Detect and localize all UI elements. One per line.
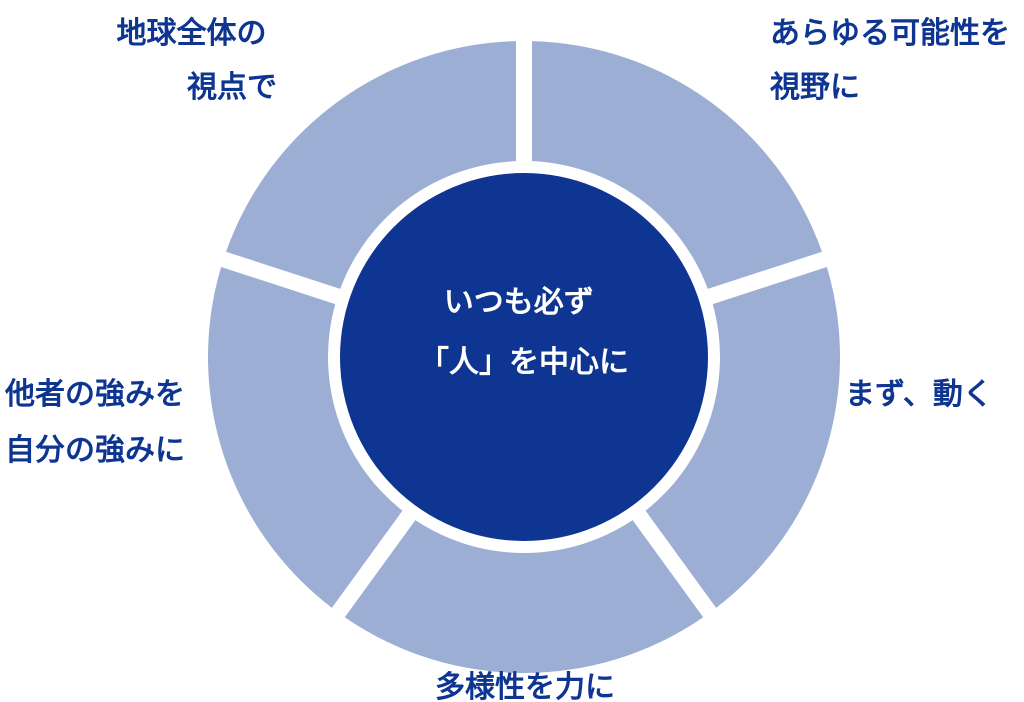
label-top-right-line-1: あらゆる可能性を — [770, 16, 1010, 51]
label-top-right: あらゆる可能性を 視野に — [770, 16, 1020, 105]
ring-segment-bottom — [344, 520, 704, 674]
label-top-left-line-2: 視点で — [187, 70, 277, 105]
label-left-line-2: 自分の強みに — [5, 433, 185, 468]
center-label-line-2: 「人」を中心に — [419, 345, 629, 380]
label-left-line-1: 他者の強みを — [4, 377, 185, 412]
label-bottom-line-1: 多様性を力に — [435, 670, 615, 702]
label-top-left-line-1: 地球全体の — [117, 16, 267, 51]
ring-segment-right — [645, 266, 841, 608]
center-circle — [340, 173, 708, 541]
ring-segments — [207, 41, 841, 674]
ring-segment-left — [207, 266, 403, 608]
label-right: まず、動く — [845, 377, 993, 412]
ring-segment-top-left — [226, 41, 516, 289]
center-label: いつも必ず 「人」を中心に — [419, 285, 629, 380]
ring-segment-top-right — [532, 41, 822, 289]
label-left: 他者の強みを 自分の強みに — [4, 377, 195, 468]
label-top-right-line-2: 視野に — [770, 70, 860, 105]
center-label-line-1: いつも必ず — [444, 285, 594, 320]
label-right-line-1: まず、動く — [845, 377, 993, 412]
label-top-left: 地球全体の 視点で — [117, 16, 277, 105]
label-bottom: 多様性を力に — [435, 670, 615, 702]
